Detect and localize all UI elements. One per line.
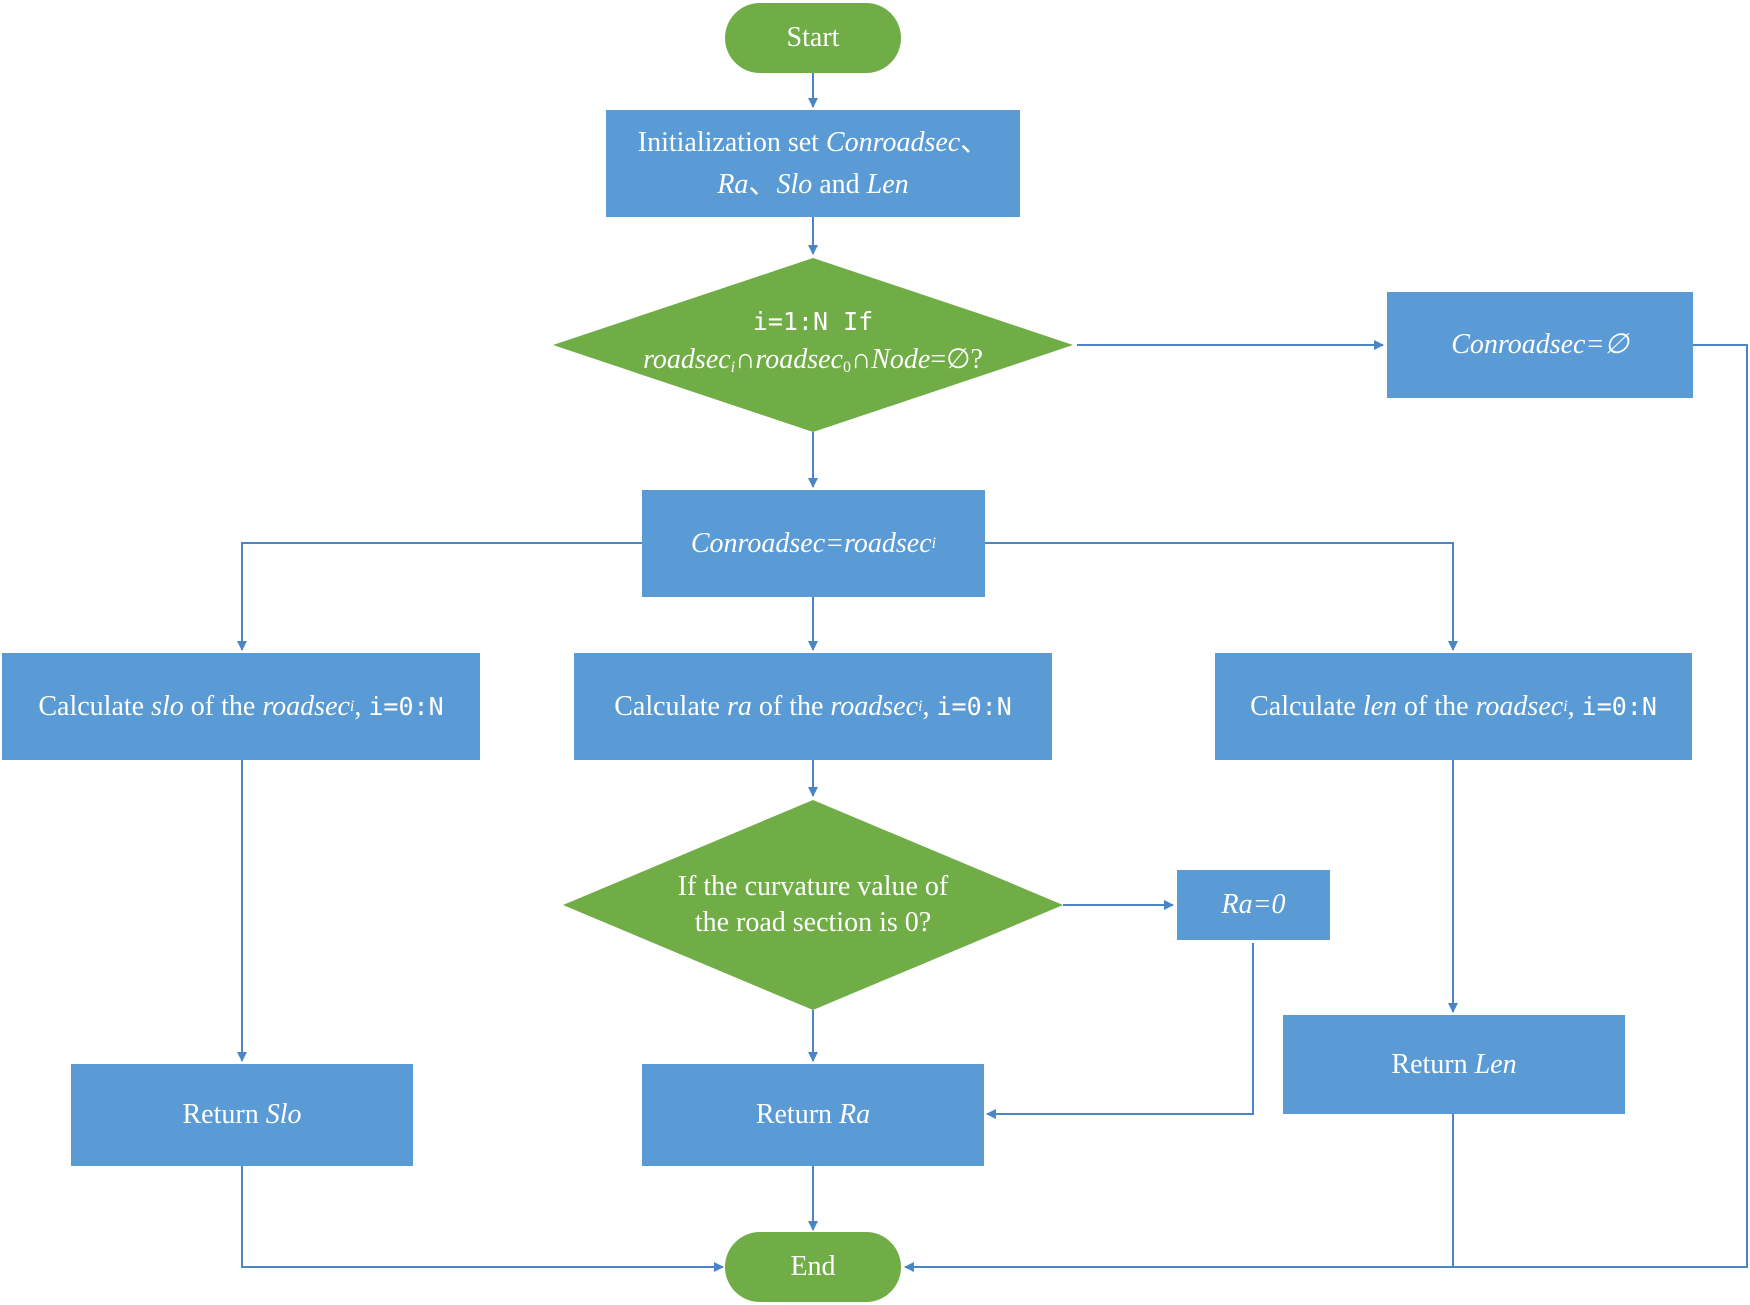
init-text-sep: 、 xyxy=(748,168,777,200)
calc-slo-d: roadsec xyxy=(262,690,350,722)
return-slo-a: Return xyxy=(182,1099,259,1130)
empty-text-b: =∅ xyxy=(1585,329,1629,360)
init-text-b: Conroadsec xyxy=(825,126,961,158)
assign-text-b: =roadsec xyxy=(825,527,932,559)
calc-ra-c: of the xyxy=(758,690,824,722)
conroadsec-empty-process: Conroadsec=∅ xyxy=(1387,292,1693,398)
decision-diamond-1 xyxy=(553,258,1073,432)
init-text-and: and xyxy=(812,168,867,200)
init-process: Initialization set Conroadsec、 Ra、Slo an… xyxy=(606,110,1020,217)
calc-ra-b: ra xyxy=(726,690,752,722)
calc-slo-e: , xyxy=(354,690,362,722)
start-terminal: Start xyxy=(725,3,901,73)
calc-slo-f: i=0:N xyxy=(368,691,444,721)
arrow-returnlen-end xyxy=(904,1114,1454,1272)
init-text-a: Initialization set xyxy=(637,126,826,158)
init-text-ra: Ra xyxy=(717,168,749,200)
decision1-empty: =∅? xyxy=(930,344,983,375)
assign-sub: i xyxy=(931,534,937,552)
return-len-process: Return Len xyxy=(1283,1015,1625,1114)
calc-slo-c: of the xyxy=(190,690,256,722)
calc-ra-sub: i xyxy=(918,697,923,715)
arrow-empty-end xyxy=(1453,344,1748,1268)
calc-ra-f: i=0:N xyxy=(936,691,1012,721)
return-slo-process: Return Slo xyxy=(71,1064,413,1166)
ra-zero-label: Ra=0 xyxy=(1221,889,1286,920)
decision2-line-1: If the curvature value of xyxy=(677,871,949,902)
calc-len-sub: i xyxy=(1563,697,1568,715)
return-ra-b: Ra xyxy=(839,1099,871,1130)
init-line-1: Initialization set Conroadsec、 xyxy=(638,122,988,164)
empty-text-a: Conroadsec xyxy=(1451,329,1586,360)
decision1-cap-1: ∩ xyxy=(735,344,756,375)
calc-slo-a: Calculate xyxy=(38,690,145,722)
calc-len-f: i=0:N xyxy=(1581,691,1657,721)
decision1-line-2: roadseci∩roadsec0∩Node=∅? xyxy=(643,341,983,387)
calc-len-e: , xyxy=(1567,690,1575,722)
calc-len-c: of the xyxy=(1404,690,1469,722)
decision1-cap-2: ∩ xyxy=(850,344,872,375)
arrow-returnslo-end xyxy=(241,1166,724,1272)
decision1-sub-0: 0 xyxy=(842,359,851,376)
ra-zero-process: Ra=0 xyxy=(1177,870,1330,940)
init-line-2: Ra、Slo and Len xyxy=(717,164,908,206)
return-slo-b: Slo xyxy=(265,1099,302,1130)
start-label: Start xyxy=(786,22,840,53)
calc-ra-e: , xyxy=(922,690,930,722)
calc-slo-sub: i xyxy=(349,697,355,715)
assign-text-a: Conroadsec xyxy=(690,527,826,559)
arrow-assign-slo xyxy=(237,542,642,651)
return-len-b: Len xyxy=(1474,1048,1517,1080)
return-len-a: Return xyxy=(1391,1048,1468,1080)
calc-len-b: len xyxy=(1362,690,1398,722)
return-ra-process: Return Ra xyxy=(642,1064,984,1166)
init-text-c: 、 xyxy=(960,126,989,158)
decision2-line-2: the road section is 0? xyxy=(694,907,932,938)
decision1-node: Node xyxy=(871,344,931,375)
calc-len-d: roadsec xyxy=(1475,690,1564,722)
calc-ra-d: roadsec xyxy=(830,690,919,722)
decision1-roadsec-0: roadsec xyxy=(755,344,843,375)
end-terminal: End xyxy=(725,1232,901,1302)
decision1-label: i=1:N If roadseci∩roadsec0∩Node=∅? xyxy=(583,288,1043,402)
calc-len-a: Calculate xyxy=(1250,690,1356,722)
decision2-label: If the curvature value of the road secti… xyxy=(623,850,1003,960)
decision1-line-1: i=1:N If xyxy=(752,307,874,336)
arrow-razero-returnra xyxy=(986,943,1254,1119)
calc-ra-a: Calculate xyxy=(614,690,720,722)
return-ra-a: Return xyxy=(755,1099,833,1130)
init-text-len: Len xyxy=(866,168,909,200)
decision1-roadsec-i: roadsec xyxy=(643,344,731,375)
end-label: End xyxy=(790,1251,836,1282)
arrow-assign-len xyxy=(985,542,1458,651)
init-text-slo: Slo xyxy=(776,168,813,200)
decision-diamond-2 xyxy=(563,800,1063,1010)
decision1-sub-i: i xyxy=(730,359,736,376)
calc-slo-b: slo xyxy=(151,690,184,722)
